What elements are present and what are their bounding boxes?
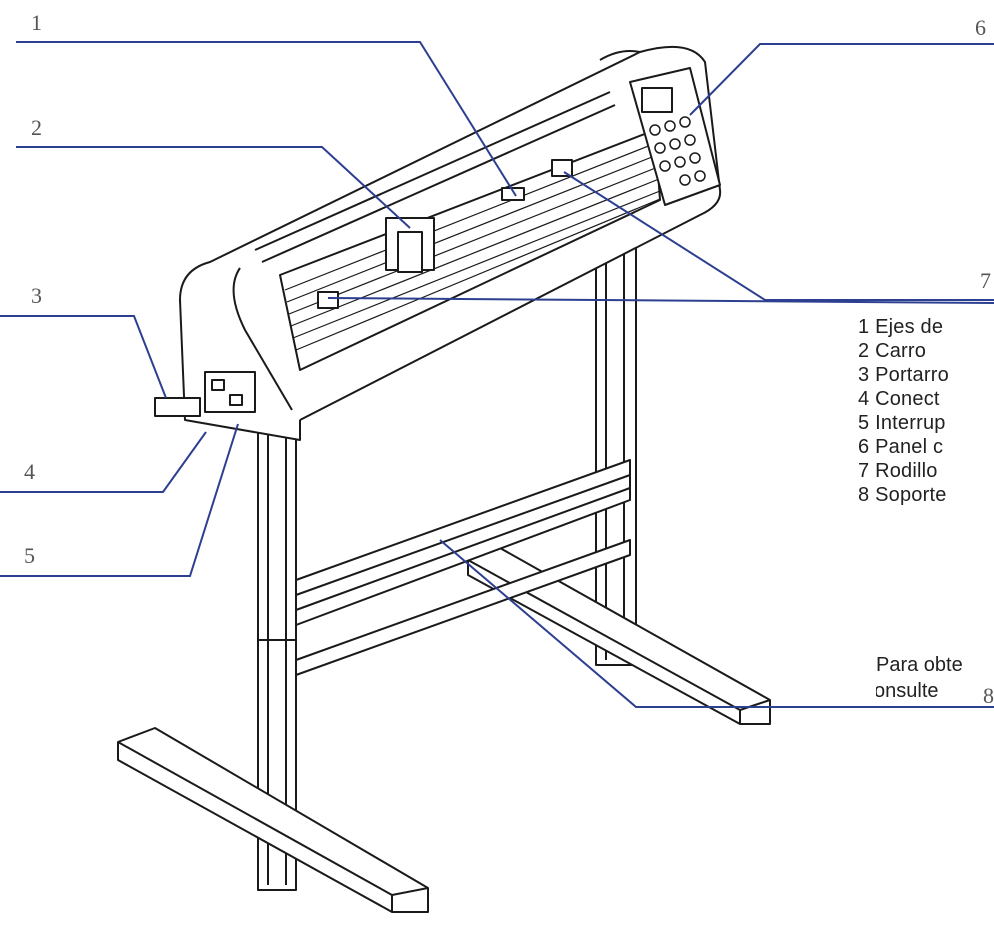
callout-3: 3 xyxy=(31,283,42,308)
leader-lines xyxy=(0,41,994,708)
callout-1: 1 xyxy=(31,10,42,35)
leader-7a xyxy=(563,171,994,301)
plotter-body xyxy=(154,45,722,441)
callout-5: 5 xyxy=(24,543,35,568)
legend-item-6: 6 Panel c xyxy=(858,436,944,458)
callout-8: 8 xyxy=(983,683,994,708)
legend-item-5: 5 Interrup xyxy=(858,412,946,434)
legend-item-1: 1 Ejes de xyxy=(858,316,944,338)
leader-1 xyxy=(16,41,517,197)
leader-5 xyxy=(0,423,239,577)
note-text: Para obte consulte xyxy=(876,652,994,704)
legend-item-2: 2 Carro xyxy=(858,340,927,362)
leader-4 xyxy=(0,431,207,493)
parts-legend: 1 Ejes de 2 Carro 3 Portarro 4 Conect 5 … xyxy=(858,315,994,507)
legend-item-3: 3 Portarro xyxy=(858,364,949,386)
right-leg xyxy=(595,244,637,666)
left-foot xyxy=(117,727,429,913)
leader-2 xyxy=(16,146,411,229)
callout-4: 4 xyxy=(24,459,35,484)
crossbar xyxy=(295,459,631,676)
leader-8 xyxy=(439,539,994,708)
legend-item-7: 7 Rodillo xyxy=(858,460,938,482)
note-line-1: Para obte xyxy=(876,654,963,676)
legend-item-8: 8 Soporte xyxy=(858,484,947,506)
callout-6: 6 xyxy=(975,15,986,40)
leader-7b xyxy=(327,297,994,304)
leader-3 xyxy=(0,315,167,399)
legend-item-4: 4 Conect xyxy=(858,388,940,410)
callout-2: 2 xyxy=(31,115,42,140)
leader-6 xyxy=(689,43,994,116)
note-line-2: consulte xyxy=(876,680,939,702)
callout-7: 7 xyxy=(980,268,991,293)
